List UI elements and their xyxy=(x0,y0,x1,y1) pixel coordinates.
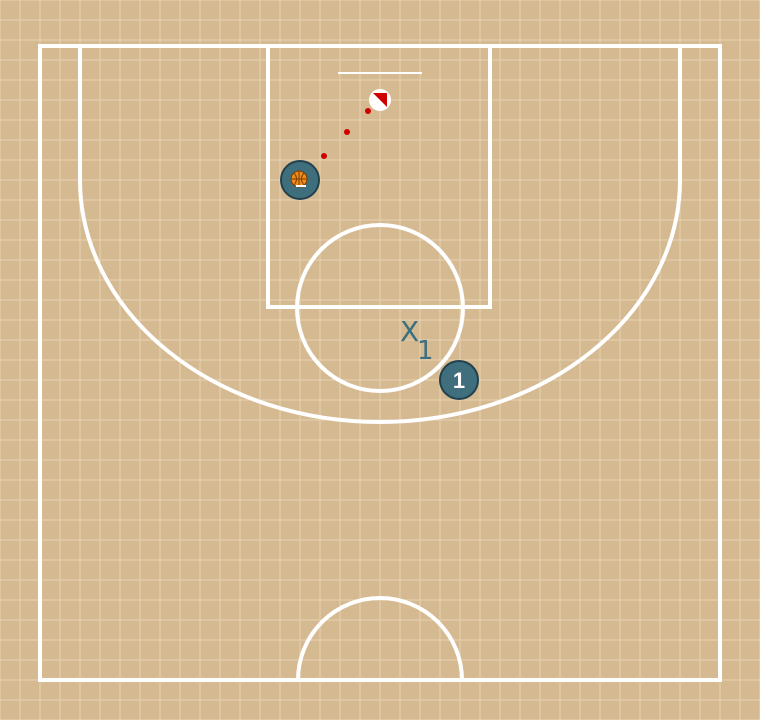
offense-player-1[interactable]: 1 xyxy=(439,360,479,400)
paint-lane xyxy=(266,44,492,309)
defender-x-mark: X xyxy=(400,315,419,348)
center-circle xyxy=(296,596,464,681)
three-point-line xyxy=(78,46,682,424)
basket-icon xyxy=(369,89,391,111)
pass-dot xyxy=(365,108,371,114)
basketball-icon xyxy=(290,170,308,188)
defender-number: 1 xyxy=(417,336,434,366)
defender-x1[interactable]: X 1 xyxy=(400,315,434,366)
pass-dot xyxy=(344,129,350,135)
free-throw-circle xyxy=(295,223,465,393)
pass-path-dots xyxy=(321,108,371,159)
player-number-label: 1 xyxy=(453,368,465,393)
court-lines xyxy=(38,44,722,682)
pass-dot xyxy=(321,153,327,159)
ball-handler-player[interactable] xyxy=(280,160,320,200)
